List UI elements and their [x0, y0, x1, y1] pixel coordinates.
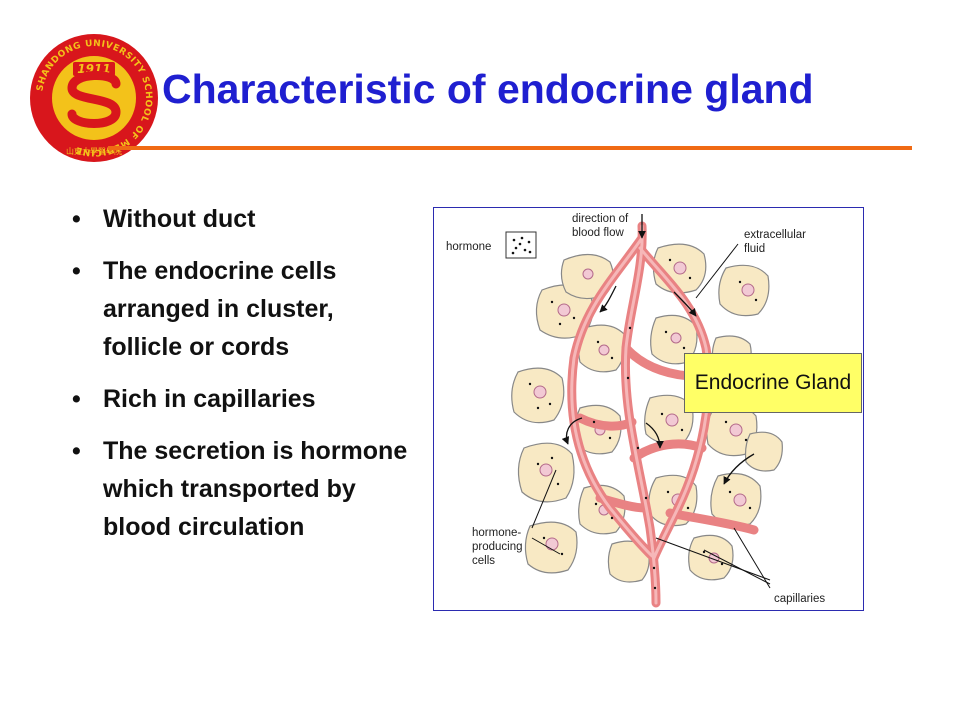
hormone-label: hormone: [446, 241, 492, 253]
school-logo: SHANDONG UNIVERSITY SCHOOL OF MEDICINE 1…: [28, 32, 160, 164]
endocrine-gland-callout: Endocrine Gland: [684, 353, 862, 413]
extracellular-fluid-label: extracellular fluid: [744, 229, 806, 255]
capillaries-label: capillaries: [774, 593, 826, 605]
title-underline: [108, 146, 912, 150]
school-seal-icon: SHANDONG UNIVERSITY SCHOOL OF MEDICINE 1…: [30, 34, 158, 162]
bullet-item: Rich in capillaries: [72, 380, 412, 418]
endocrine-gland-figure: hormone direction of blood flow extracel…: [433, 207, 864, 611]
blood-flow-label: direction of blood flow: [572, 213, 629, 239]
bullet-item: The endocrine cells arranged in cluster,…: [72, 252, 412, 366]
bullet-list: Without duct The endocrine cells arrange…: [72, 200, 412, 560]
bullet-item: Without duct: [72, 200, 412, 238]
hormone-producing-cells-label: hormone- producing cells: [472, 527, 523, 567]
slide-title: Characteristic of endocrine gland: [162, 66, 814, 112]
gland-illustration: [505, 214, 783, 608]
logo-cn-text: 山東大學醫學院: [66, 146, 122, 156]
bullet-item: The secretion is hormone which transport…: [72, 432, 412, 546]
